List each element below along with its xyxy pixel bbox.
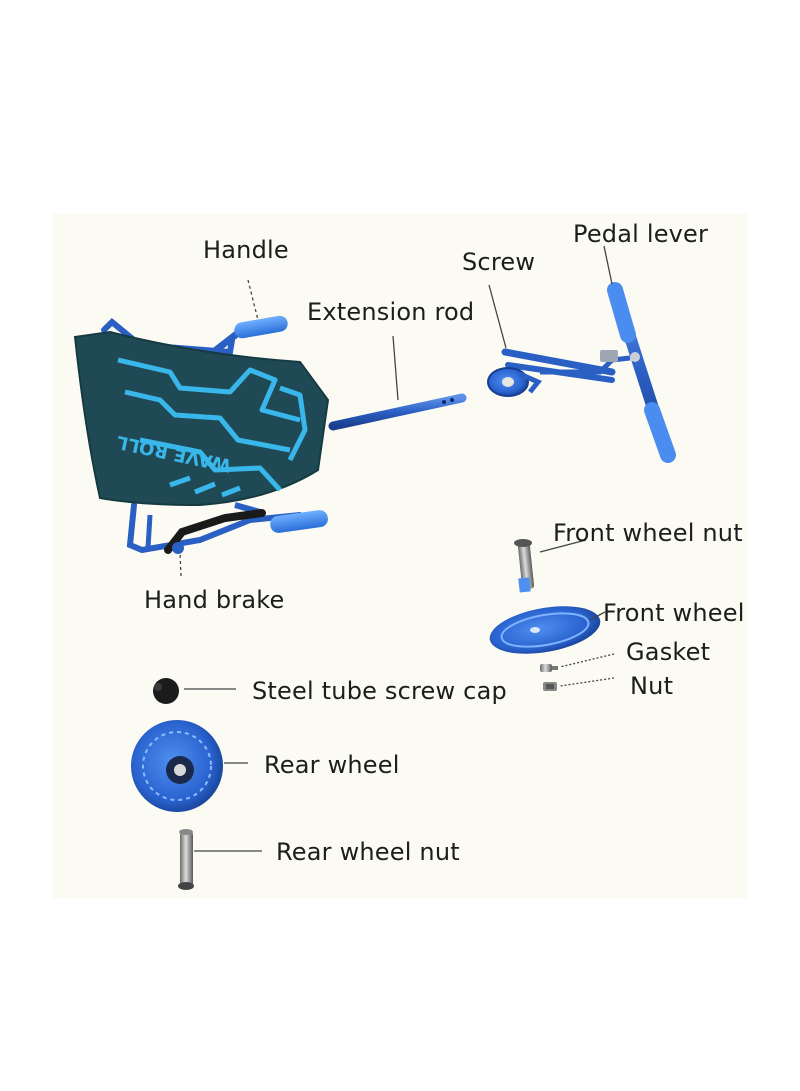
label-nut: Nut: [630, 672, 674, 700]
handle-grip-bottom: [270, 510, 328, 533]
rear-wheel-nut-part: [178, 829, 194, 890]
front-wheel-nut-part: [514, 539, 535, 593]
label-front-wheel: Front wheel: [603, 599, 745, 627]
seat-print-graphic: [117, 357, 308, 498]
leader-lines: [179, 245, 615, 852]
label-gasket: Gasket: [626, 638, 711, 666]
hand-brake-lever: [164, 509, 266, 554]
extension-rod: [328, 393, 467, 431]
label-screw: Screw: [462, 248, 536, 276]
rear-wheel-part: [131, 720, 223, 812]
gasket-part: [540, 664, 558, 672]
steel-tube-screw-cap-part: [153, 678, 179, 704]
label-extension-rod: Extension rod: [307, 298, 475, 326]
seat-assembly: WAVE ROLL: [73, 315, 330, 554]
label-pedal-lever: Pedal lever: [573, 220, 709, 248]
label-front-wheel-nut: Front wheel nut: [553, 519, 743, 547]
front-wheel-part: [489, 606, 601, 654]
label-handle: Handle: [203, 236, 289, 264]
nut-part: [543, 682, 557, 691]
label-rear-wheel-nut: Rear wheel nut: [276, 838, 460, 866]
label-rear-wheel: Rear wheel: [264, 751, 400, 779]
pedal-lever-assembly: [487, 282, 676, 463]
handle-grip-top: [234, 315, 288, 339]
label-steel-tube-screw-cap: Steel tube screw cap: [252, 677, 507, 705]
label-hand-brake: Hand brake: [144, 586, 285, 614]
